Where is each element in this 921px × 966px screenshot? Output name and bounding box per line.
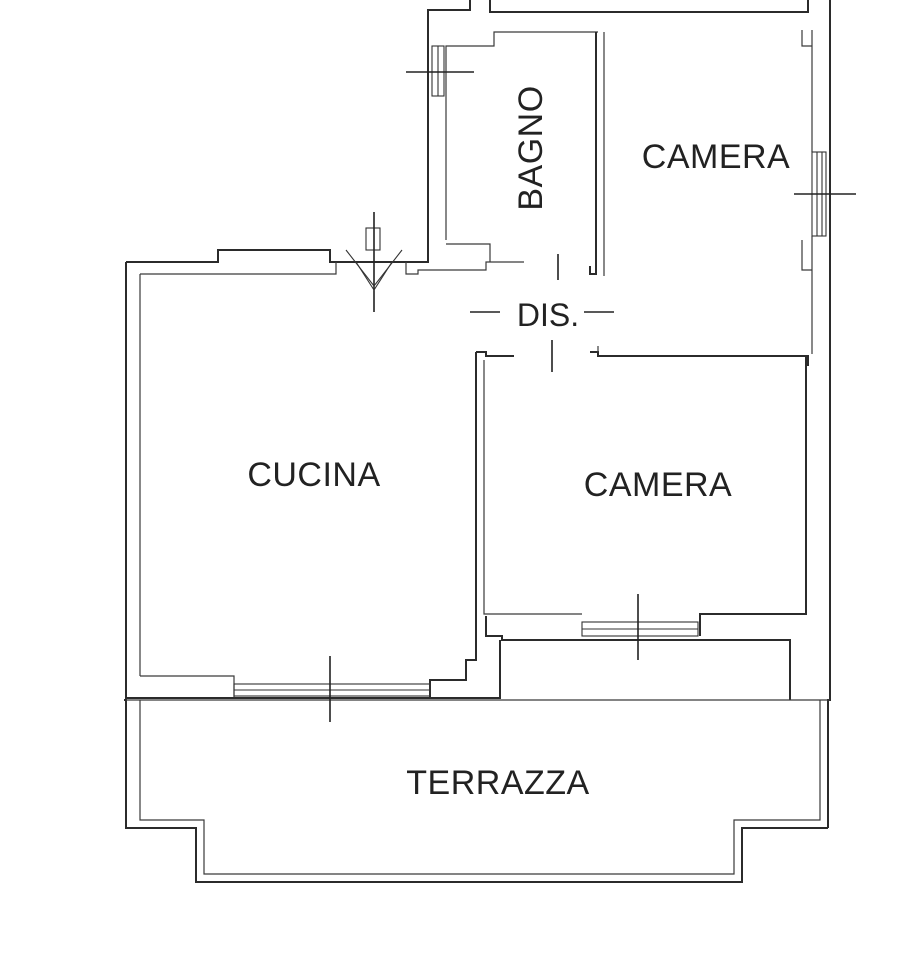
window-bagno (406, 45, 474, 97)
window-camera-top (794, 151, 856, 237)
entrance-door-marker (345, 212, 403, 312)
dis-cross-marks (470, 254, 614, 372)
interior-walls (126, 32, 809, 700)
room-label-camera-bottom: CAMERA (584, 466, 732, 504)
terrace-outline (124, 699, 830, 883)
room-label-bagno: BAGNO (512, 85, 550, 210)
room-label-dis: DIS. (517, 297, 579, 333)
outer-wall (125, 0, 831, 829)
room-label-camera-top: CAMERA (642, 138, 790, 176)
windows (233, 45, 856, 722)
room-label-cucina: CUCINA (247, 456, 380, 494)
window-cucina (233, 656, 431, 722)
window-camera-bottom (581, 594, 699, 660)
room-label-terrazza: TERRAZZA (406, 764, 589, 802)
